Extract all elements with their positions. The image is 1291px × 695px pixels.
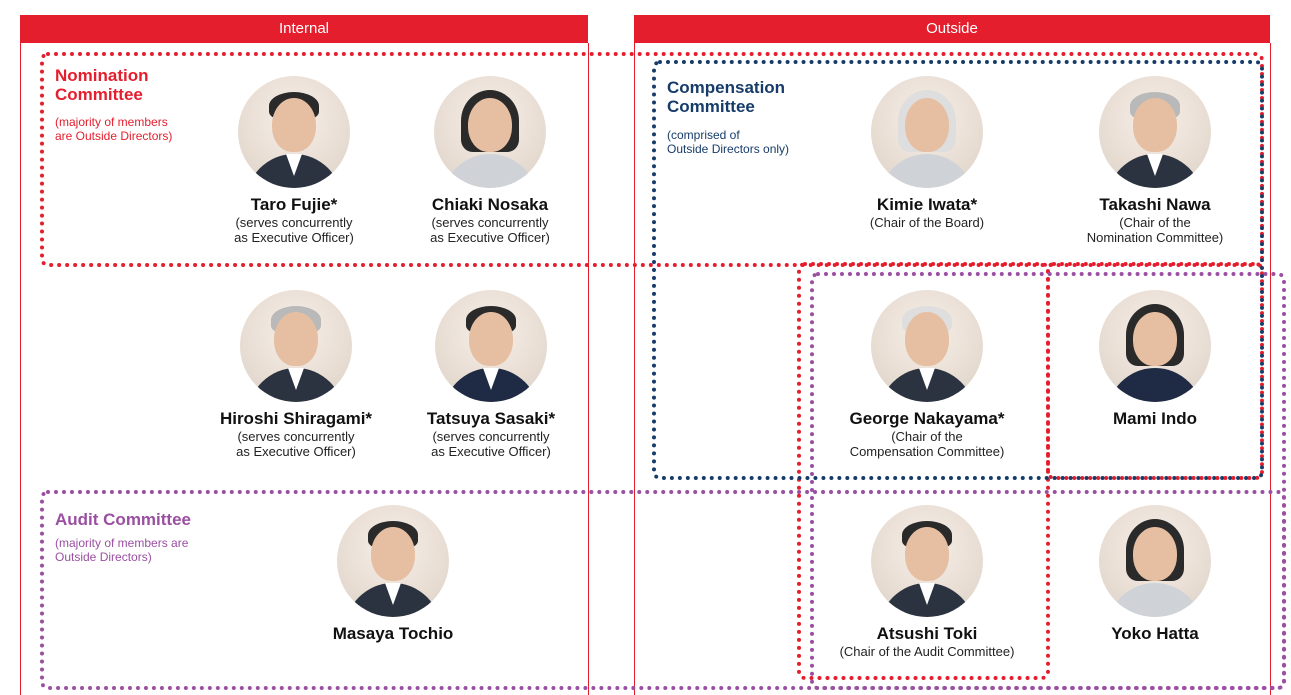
atsushi-toki-role: (Chair of the Audit Committee) xyxy=(839,644,1015,659)
tatsuya-sasaki-role: (serves concurrently as Executive Office… xyxy=(431,429,551,459)
outside-left-border xyxy=(634,43,635,695)
takashi-nawa-photo xyxy=(1099,76,1211,188)
person-hiroshi-shiragami: Hiroshi Shiragami* (serves concurrently … xyxy=(206,290,386,459)
george-nakayama-role: (Chair of the Compensation Committee) xyxy=(849,429,1005,459)
hiroshi-shiragami-role: (serves concurrently as Executive Office… xyxy=(236,429,356,459)
atsushi-toki-photo xyxy=(871,505,983,617)
nomination-audit-overlap-box xyxy=(797,262,1050,680)
person-masaya-tochio: Masaya Tochio xyxy=(303,505,483,644)
nomination-committee-note: (majority of members are Outside Directo… xyxy=(55,115,173,143)
chiaki-nosaka-name: Chiaki Nosaka xyxy=(431,195,549,214)
hiroshi-shiragami-name: Hiroshi Shiragami* xyxy=(219,409,373,428)
mami-indo-name: Mami Indo xyxy=(1112,409,1198,428)
compensation-committee-box xyxy=(652,60,1264,480)
compensation-committee-note: (comprised of Outside Directors only) xyxy=(667,128,790,156)
person-tatsuya-sasaki: Tatsuya Sasaki* (serves concurrently as … xyxy=(401,290,581,459)
takashi-nawa-role: (Chair of the Nomination Committee) xyxy=(1086,215,1224,245)
audit-committee-title: Audit Committee xyxy=(55,510,191,529)
taro-fujie-name: Taro Fujie* xyxy=(250,195,338,214)
kimie-iwata-role: (Chair of the Board) xyxy=(869,215,985,230)
hiroshi-shiragami-photo xyxy=(240,290,352,402)
yoko-hatta-name: Yoko Hatta xyxy=(1111,624,1199,643)
masaya-tochio-name: Masaya Tochio xyxy=(332,624,454,643)
taro-fujie-photo xyxy=(238,76,350,188)
outside-header: Outside xyxy=(634,15,1270,43)
person-taro-fujie: Taro Fujie* (serves concurrently as Exec… xyxy=(204,76,384,245)
person-atsushi-toki: Atsushi Toki (Chair of the Audit Committ… xyxy=(837,505,1017,659)
person-takashi-nawa: Takashi Nawa (Chair of the Nomination Co… xyxy=(1065,76,1245,245)
person-george-nakayama: George Nakayama* (Chair of the Compensat… xyxy=(837,290,1017,459)
person-mami-indo: Mami Indo xyxy=(1065,290,1245,429)
kimie-iwata-photo xyxy=(871,76,983,188)
audit-committee-note: (majority of members are Outside Directo… xyxy=(55,536,189,564)
audit-committee-box-right xyxy=(810,272,1286,690)
chiaki-nosaka-photo xyxy=(434,76,546,188)
takashi-nawa-name: Takashi Nawa xyxy=(1099,195,1211,214)
taro-fujie-role: (serves concurrently as Executive Office… xyxy=(234,215,354,245)
internal-right-border xyxy=(588,43,589,695)
person-chiaki-nosaka: Chiaki Nosaka (serves concurrently as Ex… xyxy=(400,76,580,245)
internal-header: Internal xyxy=(20,15,588,43)
george-nakayama-name: George Nakayama* xyxy=(849,409,1005,428)
george-nakayama-photo xyxy=(871,290,983,402)
masaya-tochio-photo xyxy=(337,505,449,617)
yoko-hatta-photo xyxy=(1099,505,1211,617)
person-yoko-hatta: Yoko Hatta xyxy=(1065,505,1245,644)
atsushi-toki-name: Atsushi Toki xyxy=(876,624,978,643)
nomination-committee-title: Nomination Committee xyxy=(55,66,149,104)
kimie-iwata-name: Kimie Iwata* xyxy=(876,195,978,214)
chiaki-nosaka-role: (serves concurrently as Executive Office… xyxy=(430,215,550,245)
compensation-committee-title: Compensation Committee xyxy=(667,78,786,116)
outside-right-border xyxy=(1270,43,1271,695)
internal-left-border xyxy=(20,43,21,695)
person-kimie-iwata: Kimie Iwata* (Chair of the Board) xyxy=(837,76,1017,230)
tatsuya-sasaki-photo xyxy=(435,290,547,402)
mami-indo-photo xyxy=(1099,290,1211,402)
tatsuya-sasaki-name: Tatsuya Sasaki* xyxy=(426,409,556,428)
